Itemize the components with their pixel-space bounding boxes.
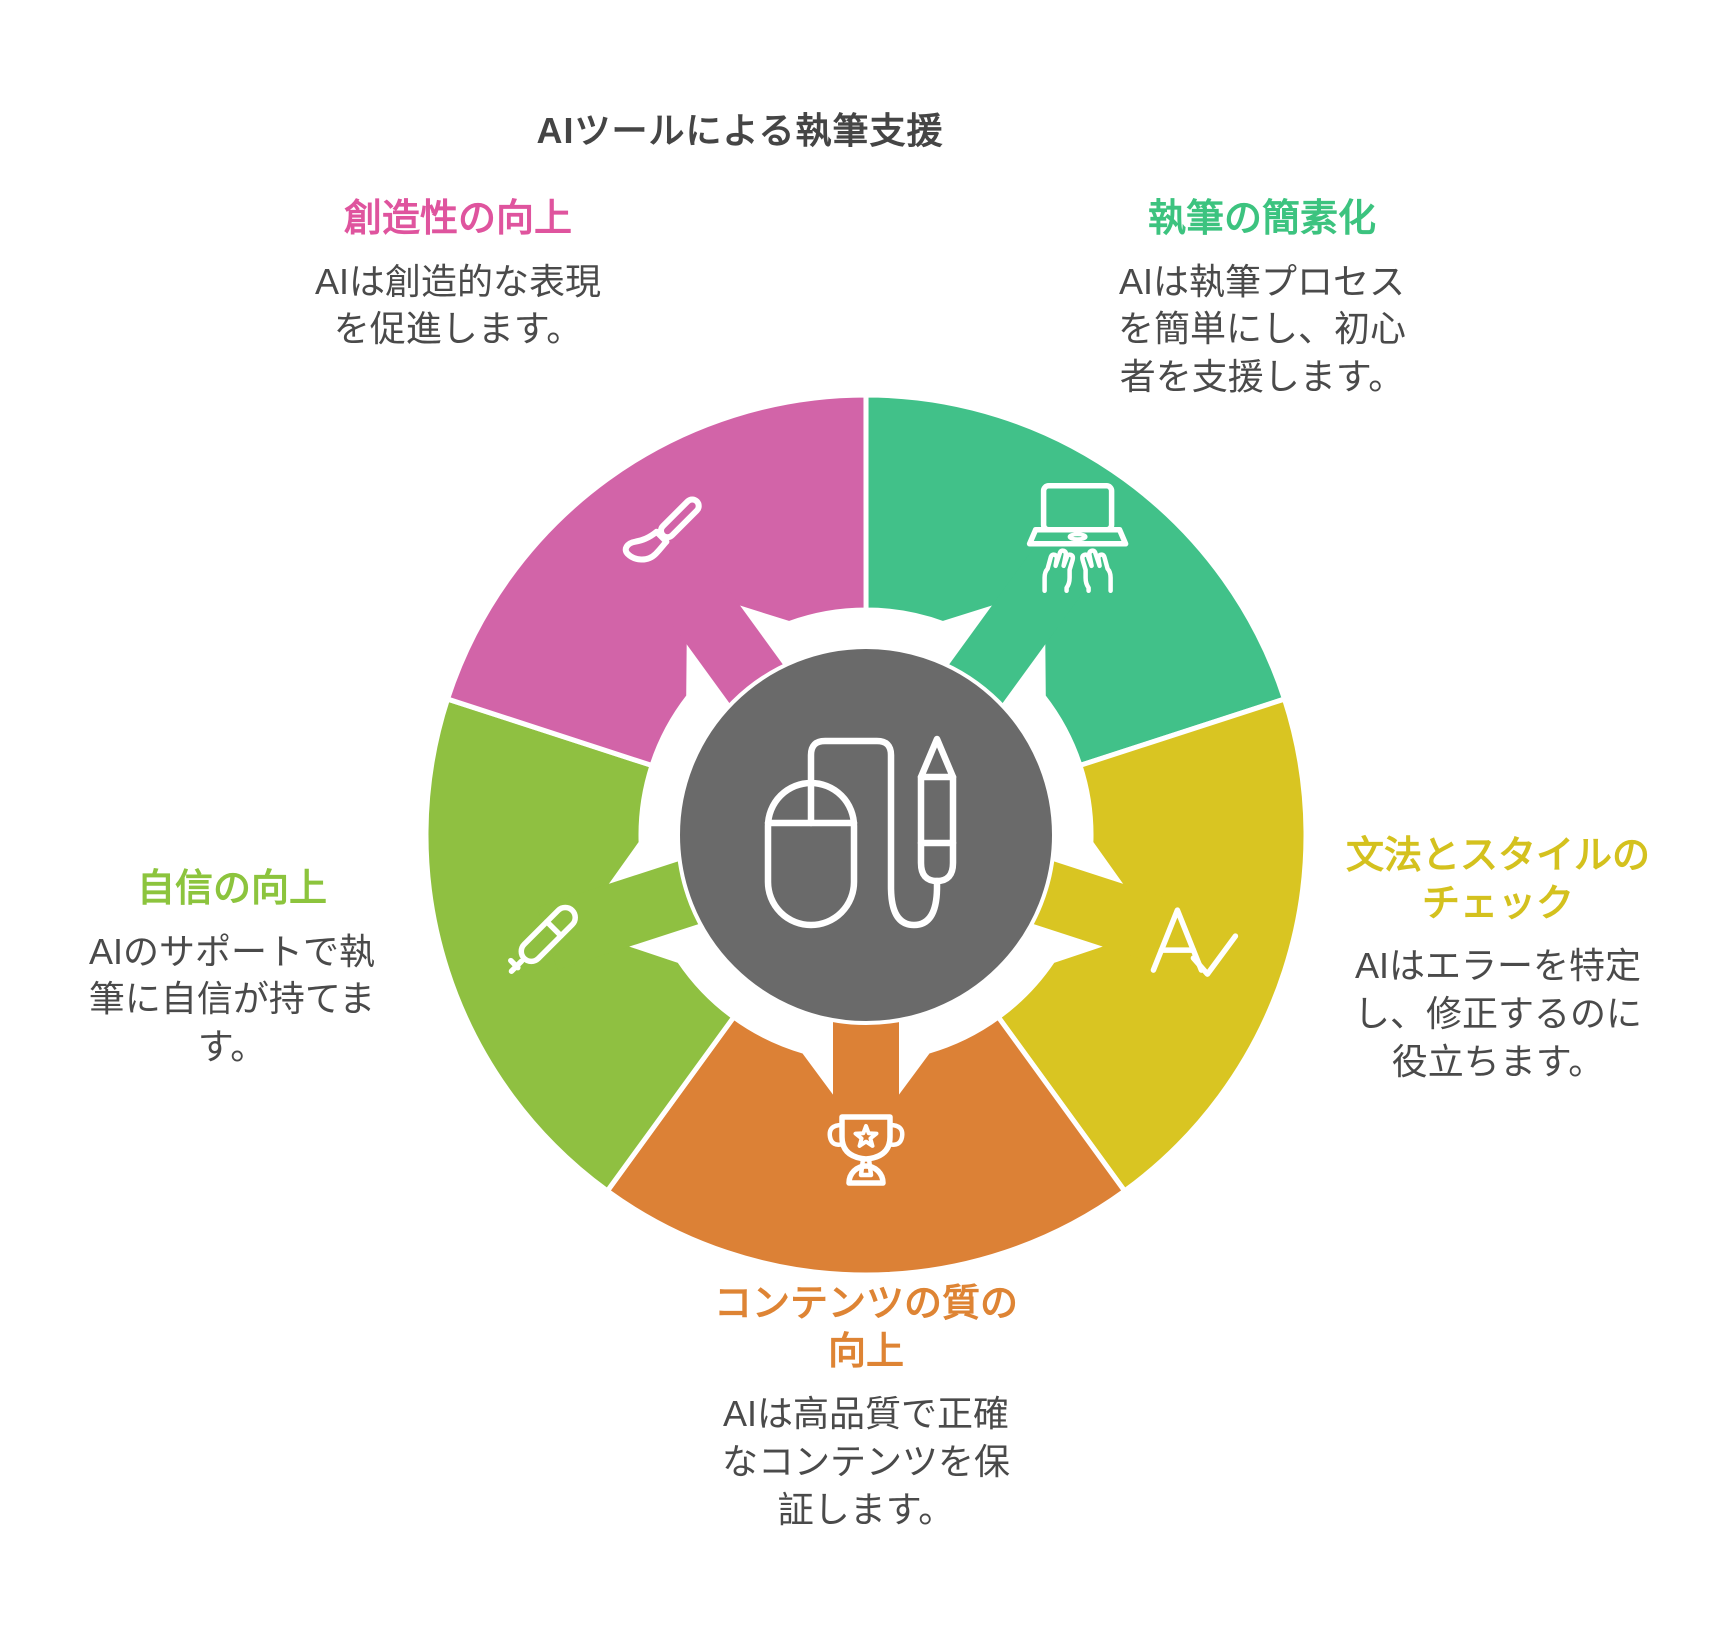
segment-grammar [994, 695, 1309, 1195]
checkmark [1190, 933, 1239, 977]
label-block-grammar: 文法とスタイルの チェック AIはエラーを特定 し、修正するのに 役立ちます。 [1328, 833, 1668, 1086]
pen-icon [508, 904, 578, 974]
left-hand [1042, 548, 1076, 594]
label-heading-simplify: 執筆の簡素化 [1147, 198, 1376, 240]
trophy-star [853, 1124, 879, 1148]
letter-a-check-icon [1150, 907, 1239, 977]
mouse-and-pen-icon [764, 735, 957, 929]
center-hub [676, 645, 1056, 1025]
paintbrush-icon [622, 496, 702, 563]
segment-creativity-spoke [642, 544, 796, 721]
segment-confidence [423, 695, 738, 1195]
segment-grammar-spoke [1012, 854, 1195, 970]
label-block-simplify: 執筆の簡素化 AIは執筆プロセス を簡単にし、初心 者を支援します。 [1092, 196, 1432, 401]
label-block-confidence: 自信の向上 AIのサポートで執 筆に自信が持てま す。 [32, 866, 432, 1071]
label-body-grammar: AIはエラーを特定 し、修正するのに 役立ちます。 [1353, 945, 1642, 1082]
label-block-quality: コンテンツの質の 向上 AIは高品質で正確 なコンテンツを保 証します。 [691, 1281, 1041, 1534]
right-hand [1080, 548, 1113, 594]
pen-body [917, 773, 957, 885]
label-block-creativity: 創造性の向上 AIは創造的な表現 を促進します。 [288, 196, 628, 353]
page-title: AIツールによる執筆支援 [536, 110, 944, 152]
label-body-confidence: AIのサポートで執 筆に自信が持てま す。 [88, 930, 376, 1068]
cycle-diagram [423, 392, 1309, 1278]
label-heading-grammar: 文法とスタイルの チェック [1345, 835, 1650, 925]
trophy-icon [827, 1114, 905, 1186]
label-heading-confidence: 自信の向上 [136, 868, 327, 910]
label-body-simplify: AIは執筆プロセス を簡単にし、初心 者を支援します。 [1117, 260, 1406, 398]
label-body-quality: AIは高品質で正確 なコンテンツを保 証します。 [721, 1393, 1010, 1530]
segment-creativity [444, 392, 869, 769]
segment-simplify [863, 392, 1288, 769]
segment-confidence-spoke [537, 854, 720, 970]
label-body-creativity: AIは創造的な表現 を促進します。 [314, 260, 601, 350]
mouse-cord [807, 737, 941, 929]
label-heading-creativity: 創造性の向上 [343, 198, 572, 240]
laptop-typing-icon [1026, 483, 1129, 594]
segment-simplify-spoke [936, 544, 1090, 721]
pen-tip [917, 735, 957, 781]
label-heading-quality: コンテンツの質の 向上 [713, 1283, 1018, 1373]
